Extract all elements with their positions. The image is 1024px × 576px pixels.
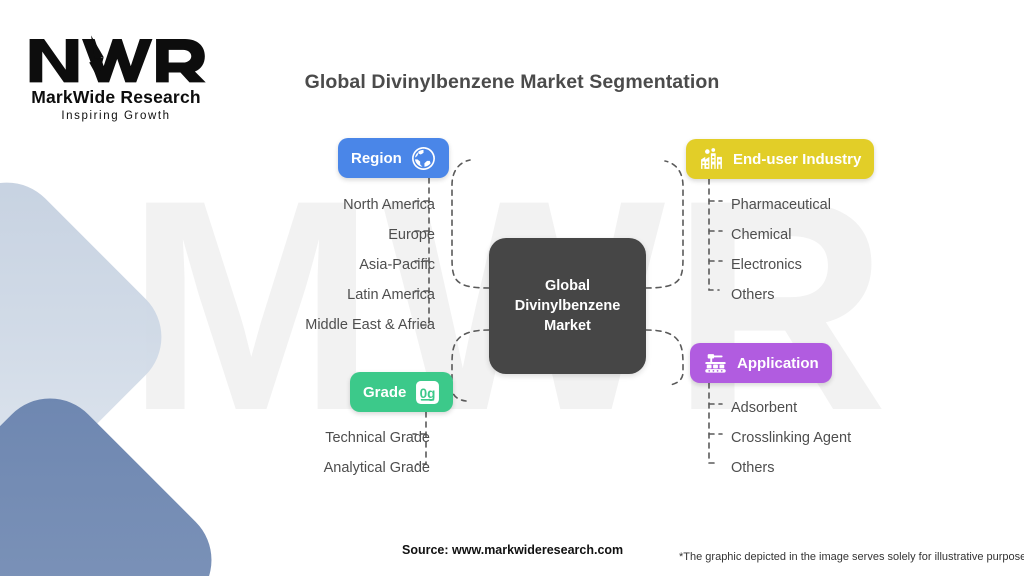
disclaimer-text: *The graphic depicted in the image serve… xyxy=(679,551,1024,563)
mwr-logo-icon xyxy=(29,35,206,83)
list-item: Others xyxy=(731,287,775,303)
hub-line-1: Global xyxy=(544,278,591,294)
source-text: Source: www.markwideresearch.com xyxy=(402,543,624,557)
list-item: Analytical Grade xyxy=(323,460,430,476)
page-title: Global Divinylbenzene Market Segmentatio… xyxy=(304,71,720,93)
item-list-end-user-industry: Pharmaceutical Chemical Electronics Othe… xyxy=(731,190,1011,310)
hub-node: Global Divinylbenzene Market xyxy=(489,238,646,374)
category-pill-grade[interactable]: Grade 0g xyxy=(350,372,454,412)
factory-icon xyxy=(701,147,722,169)
category-pill-application[interactable]: Application xyxy=(690,343,832,383)
list-item: North America xyxy=(343,197,435,213)
hub-line-3: Market xyxy=(544,318,591,334)
list-item: Latin America xyxy=(347,287,435,303)
category-label-application: Application xyxy=(737,354,819,372)
list-item: Crosslinking Agent xyxy=(731,430,852,446)
category-pill-end-user-industry[interactable]: End-user Industry xyxy=(686,139,875,179)
brand-name: MarkWide Research xyxy=(31,87,201,107)
category-label-end-user-industry: End-user Industry xyxy=(733,150,862,168)
robot-arm-icon xyxy=(705,353,726,373)
list-item: Middle East & Africa xyxy=(305,317,435,333)
item-list-application: Adsorbent Crosslinking Agent Others xyxy=(731,393,1011,483)
category-label-grade: Grade xyxy=(363,383,407,401)
list-item: Electronics xyxy=(731,257,802,273)
brand-tagline: Inspiring Growth xyxy=(61,110,171,122)
globe-icon xyxy=(411,146,435,170)
list-item: Pharmaceutical xyxy=(731,197,831,213)
list-item: Technical Grade xyxy=(325,430,430,446)
list-item: Others xyxy=(731,460,775,476)
svg-text:0g: 0g xyxy=(420,386,436,401)
item-list-grade: Technical Grade Analytical Grade xyxy=(150,423,430,483)
hub-line-2: Divinylbenzene xyxy=(514,298,621,314)
list-item: Adsorbent xyxy=(731,400,798,416)
item-list-region: North America Europe Asia-Pacific Latin … xyxy=(150,190,435,340)
list-item: Asia-Pacific xyxy=(359,257,435,273)
weight-scale-icon: 0g xyxy=(416,380,440,404)
list-item: Europe xyxy=(388,227,435,243)
category-label-region: Region xyxy=(351,149,402,167)
list-item: Chemical xyxy=(731,227,792,243)
category-pill-region[interactable]: Region xyxy=(338,138,449,178)
brand-logo: MarkWide Research Inspiring Growth xyxy=(26,30,206,122)
